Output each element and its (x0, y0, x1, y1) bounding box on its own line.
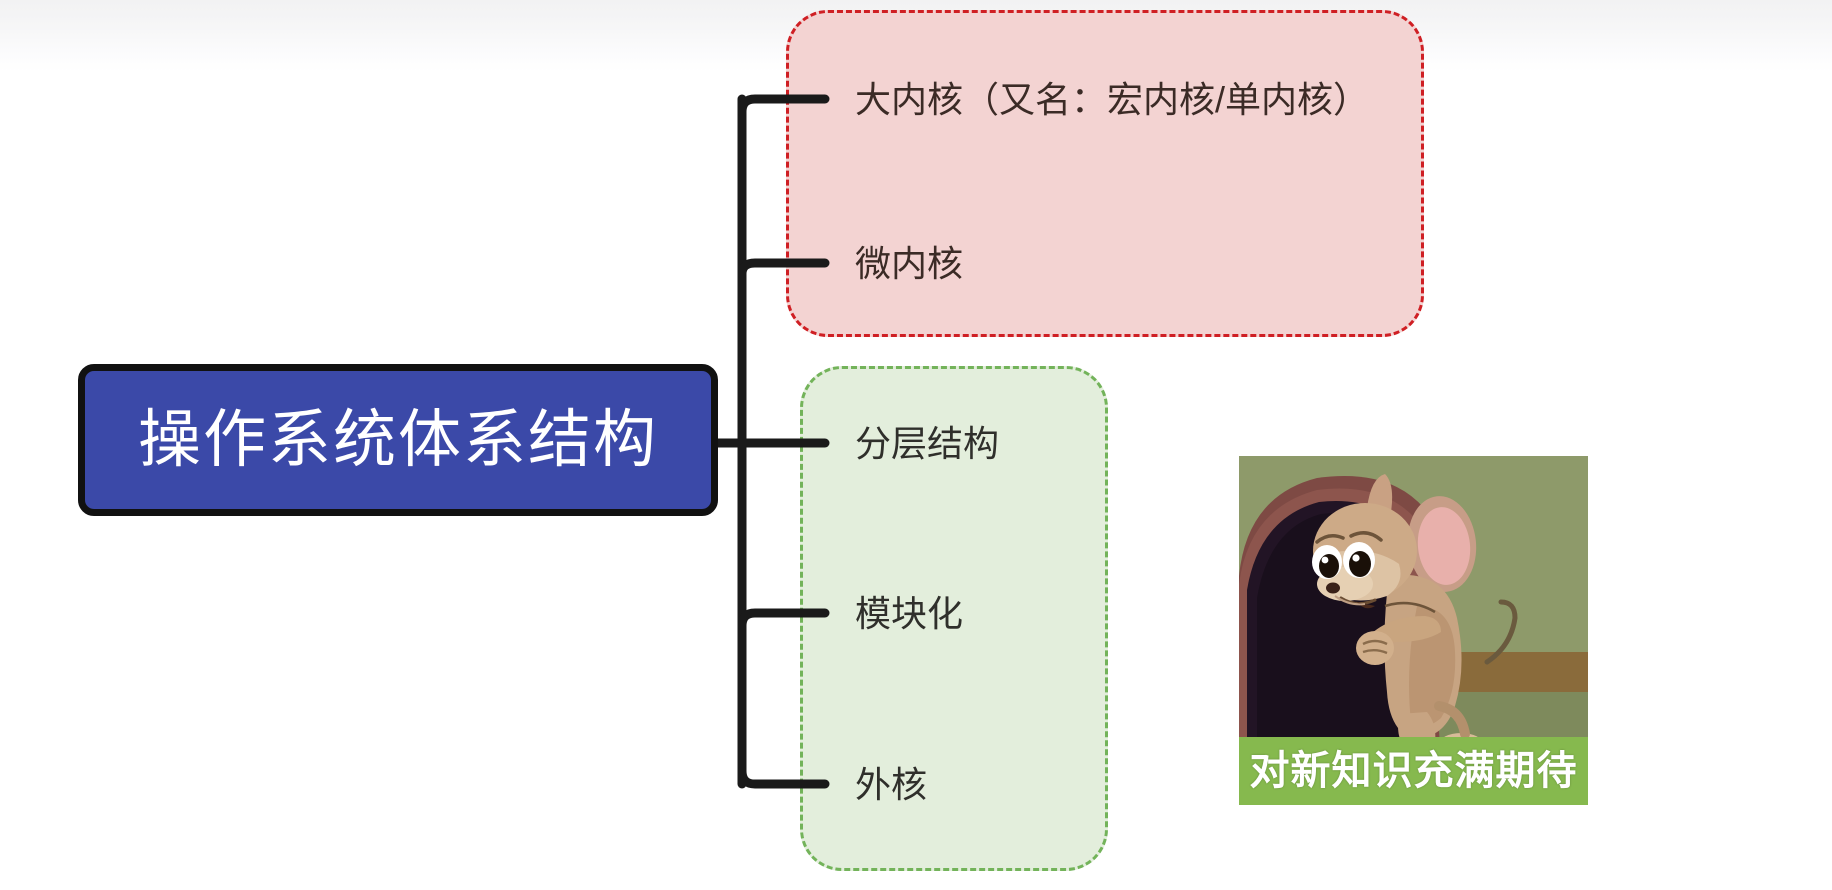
leaf-label-macrokernel[interactable]: 大内核（又名：宏内核/单内核） (855, 79, 1370, 120)
jerry-mouse-meme-image: 对新知识充满期待 (1239, 456, 1588, 805)
group-region-kernel (786, 10, 1424, 337)
leaf-label-microkernel[interactable]: 微内核 (855, 243, 964, 284)
jerry-mouse-illustration (1239, 456, 1588, 805)
root-node[interactable]: 操作系统体系结构 (78, 364, 718, 516)
leaf-label-modular[interactable]: 模块化 (855, 593, 964, 634)
leaf-label-exokernel[interactable]: 外核 (855, 764, 928, 805)
leaf-label-layered[interactable]: 分层结构 (855, 423, 1000, 464)
group-region-structure (800, 366, 1108, 871)
root-node-label: 操作系统体系结构 (138, 404, 658, 475)
meme-caption-text: 对新知识充满期待 (1249, 749, 1578, 793)
meme-caption-bar: 对新知识充满期待 (1239, 737, 1588, 805)
